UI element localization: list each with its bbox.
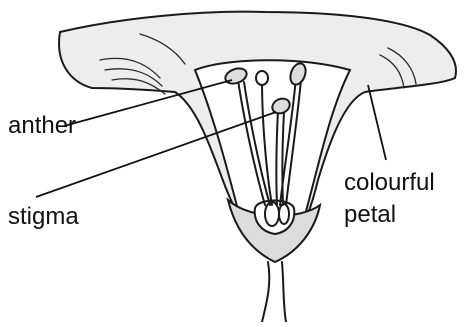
label-petal-line1: colourful xyxy=(344,169,435,196)
stem xyxy=(262,262,286,322)
label-stigma: stigma xyxy=(8,203,79,230)
stigma-head xyxy=(256,71,268,85)
petal-leader xyxy=(368,85,386,160)
label-petal-line2: petal xyxy=(344,201,396,228)
label-anther: anther xyxy=(8,112,76,139)
